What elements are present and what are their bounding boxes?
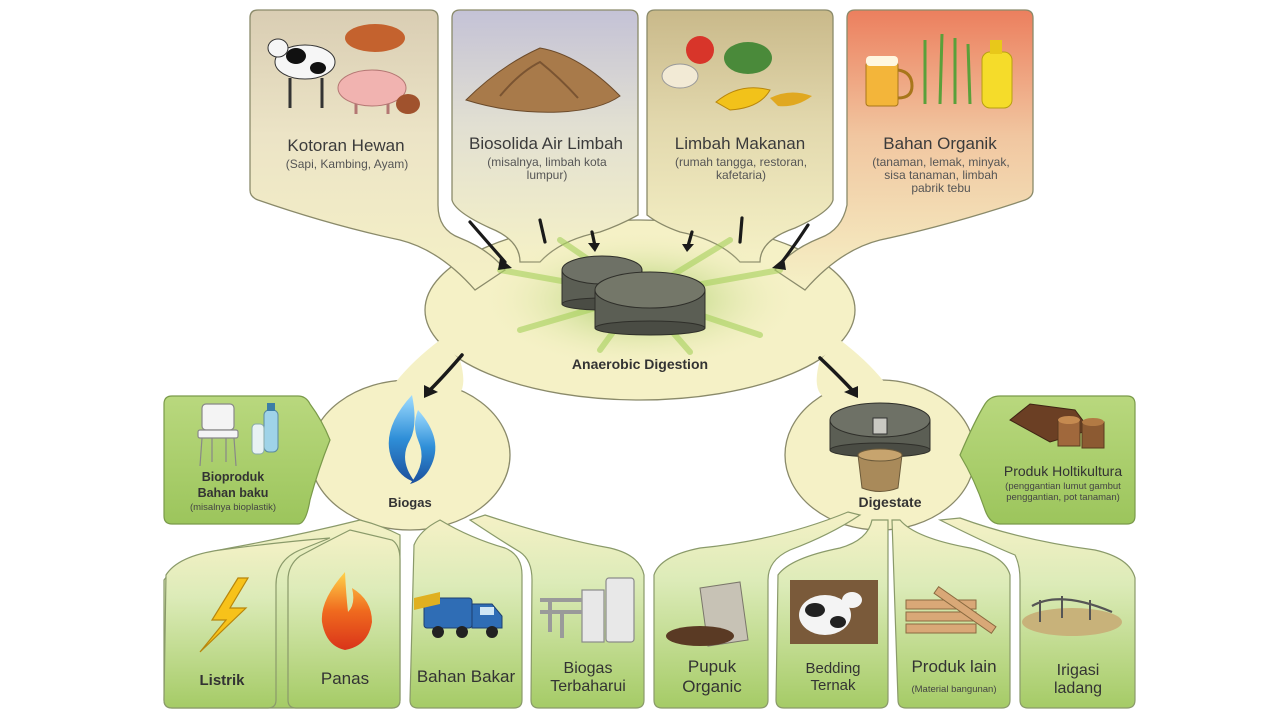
output-biogas-line1: Biogas [563, 660, 613, 677]
bioproduct-subtitle: (misalnya bioplastik) [189, 502, 277, 513]
digester-domes-icon [561, 255, 706, 336]
input-title-4: Bahan Organik [883, 134, 997, 153]
bioproduct-title-line1: Bioproduk [201, 470, 265, 484]
output-irigasi-line2: ladang [1053, 680, 1103, 697]
livestock-icon [267, 24, 420, 114]
gas-plant-icon [540, 577, 635, 643]
output-produk-lain: Produk lain [911, 657, 997, 676]
horticulture-subtitle-line2: penggantian, pot tanaman) [1006, 492, 1120, 503]
flame-icon [321, 572, 372, 650]
fertilizer-bag-icon [666, 581, 749, 647]
input-title-3: Limbah Makanan [674, 134, 806, 153]
bioproduct-title-line2: Bahan baku [197, 486, 269, 500]
input-subtitle-2: (misalnya, limbah kota lumpur) [487, 155, 607, 182]
sludge-pile-icon [465, 47, 621, 113]
input-subtitle-3: (rumah tangga, restoran, kafetaria) [674, 155, 808, 182]
building-material-icon [905, 585, 997, 635]
digestate-tank-icon [829, 402, 931, 492]
output-produk-lain-note: (Material bangunan) [911, 684, 997, 695]
input-title-2: Biosolida Air Limbah [468, 134, 624, 153]
output-irigasi-line1: Irigasi [1056, 662, 1100, 679]
output-pupuk-line2: Organic [682, 677, 742, 696]
biogas-label: Biogas [388, 495, 432, 510]
output-listrik: Listrik [199, 672, 245, 689]
organic-matter-icon [865, 33, 1013, 109]
output-bedding-line2: Ternak [810, 677, 856, 694]
cow-bedding-icon [790, 580, 878, 644]
output-pupuk-line1: Pupuk [687, 657, 737, 676]
lightning-icon [199, 577, 250, 653]
plastic-chair-icon [197, 403, 239, 467]
horticulture-subtitle-line1: (penggantian lumut gambut [1005, 481, 1121, 492]
output-arrows [428, 353, 854, 392]
input-subtitle-4: (tanaman, lemak, minyak, sisa tanaman, l… [872, 155, 1010, 195]
input-panel-1 [249, 9, 506, 291]
peat-pots-icon [1009, 403, 1105, 449]
digestate-label: Digestate [858, 494, 922, 510]
food-scraps-icon [661, 36, 812, 111]
plastic-bottle-icon [251, 403, 279, 455]
output-bedding-line1: Bedding [805, 660, 861, 677]
irrigation-icon [1022, 596, 1122, 636]
input-title-1: Kotoran Hewan [287, 136, 405, 155]
anaerobic-digestion-label: Anaerobic Digestion [571, 356, 709, 372]
biogas-flame-icon [388, 395, 436, 484]
output-biogas-line2: Terbaharui [550, 678, 626, 695]
bottom-panel-shapes [163, 511, 1136, 709]
output-panas: Panas [320, 669, 370, 688]
garbage-truck-icon [414, 592, 503, 638]
input-subtitle-1: (Sapi, Kambing, Ayam) [285, 157, 409, 171]
output-bahan-bakar: Bahan Bakar [416, 667, 516, 686]
horticulture-title: Produk Holtikultura [1003, 463, 1123, 479]
